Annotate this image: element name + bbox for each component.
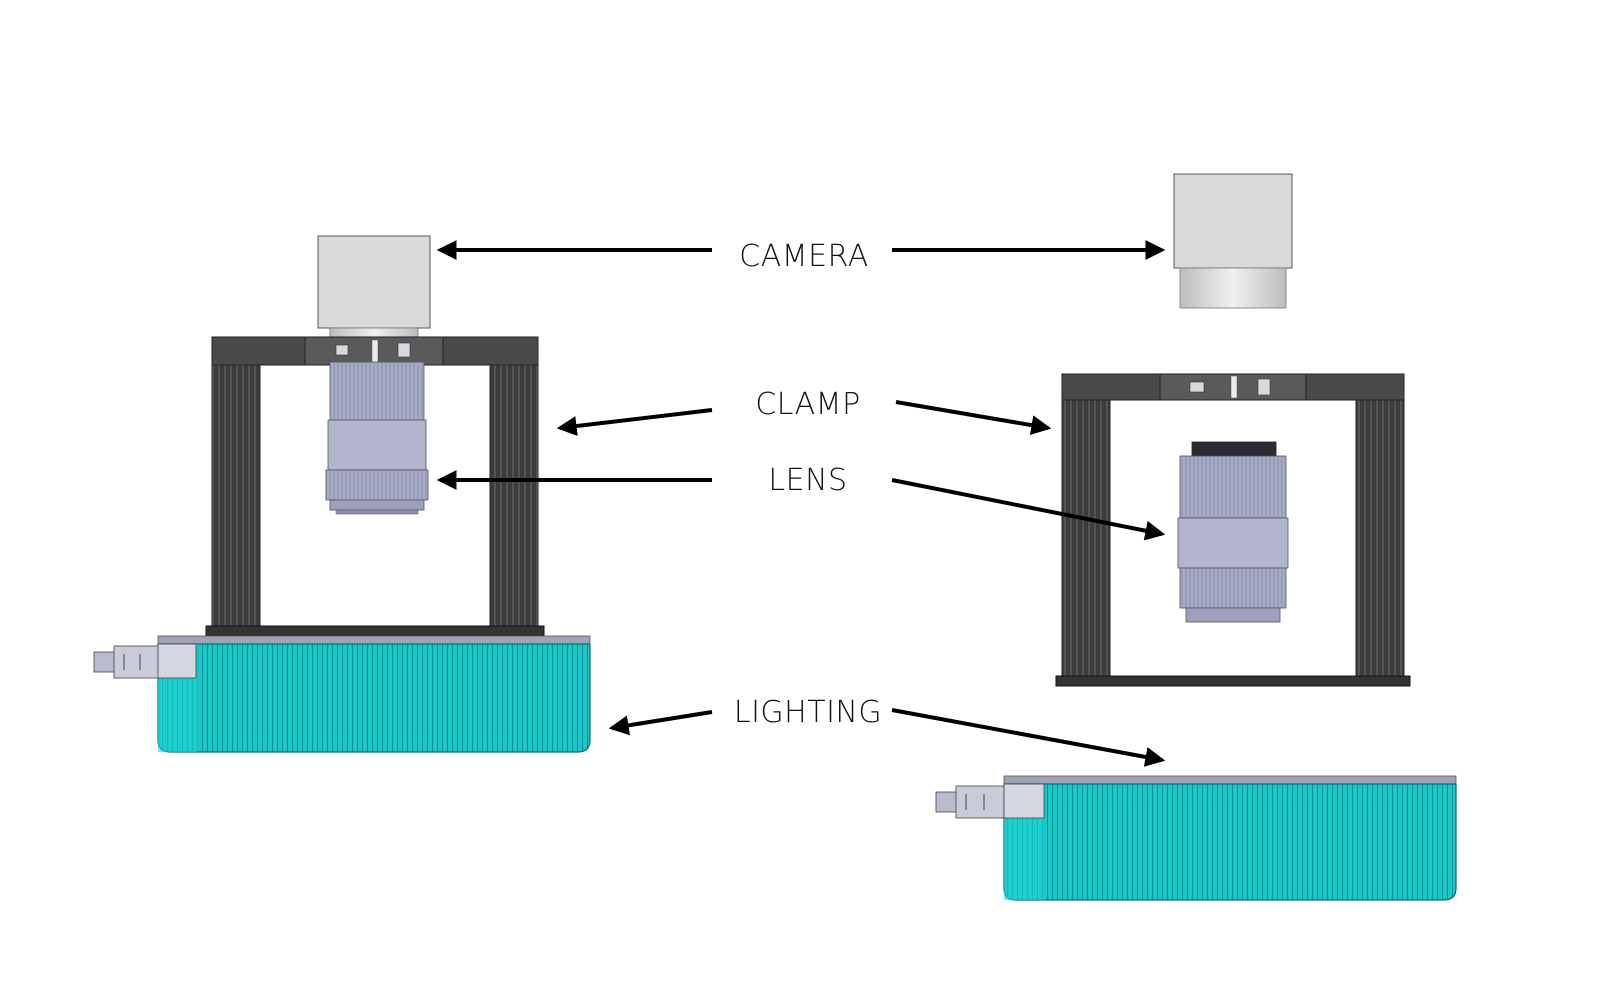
right-clamp [1055, 373, 1411, 687]
clamp-arrow-right [895, 400, 1052, 436]
lighting-arrow-right [891, 708, 1166, 767]
label-lighting: LIGHTING [734, 695, 882, 730]
lighting-arrow-left [608, 710, 713, 736]
left-lens [325, 361, 429, 515]
clamp-arrow-left [556, 408, 713, 436]
callout-labels: CAMERA CLAMP LENS LIGHTING [734, 239, 882, 730]
label-camera: CAMERA [739, 239, 868, 274]
right-lighting [935, 775, 1457, 901]
right-assembly [935, 173, 1457, 901]
label-clamp: CLAMP [755, 387, 860, 422]
left-lighting [93, 635, 591, 753]
left-camera [317, 235, 431, 339]
left-clamp [205, 336, 545, 637]
left-assembly [93, 235, 591, 753]
lens-arrow-right [891, 478, 1166, 541]
callout-arrows [436, 240, 1166, 767]
right-lens [1177, 441, 1289, 623]
label-lens: LENS [768, 463, 847, 498]
right-camera [1173, 173, 1293, 309]
